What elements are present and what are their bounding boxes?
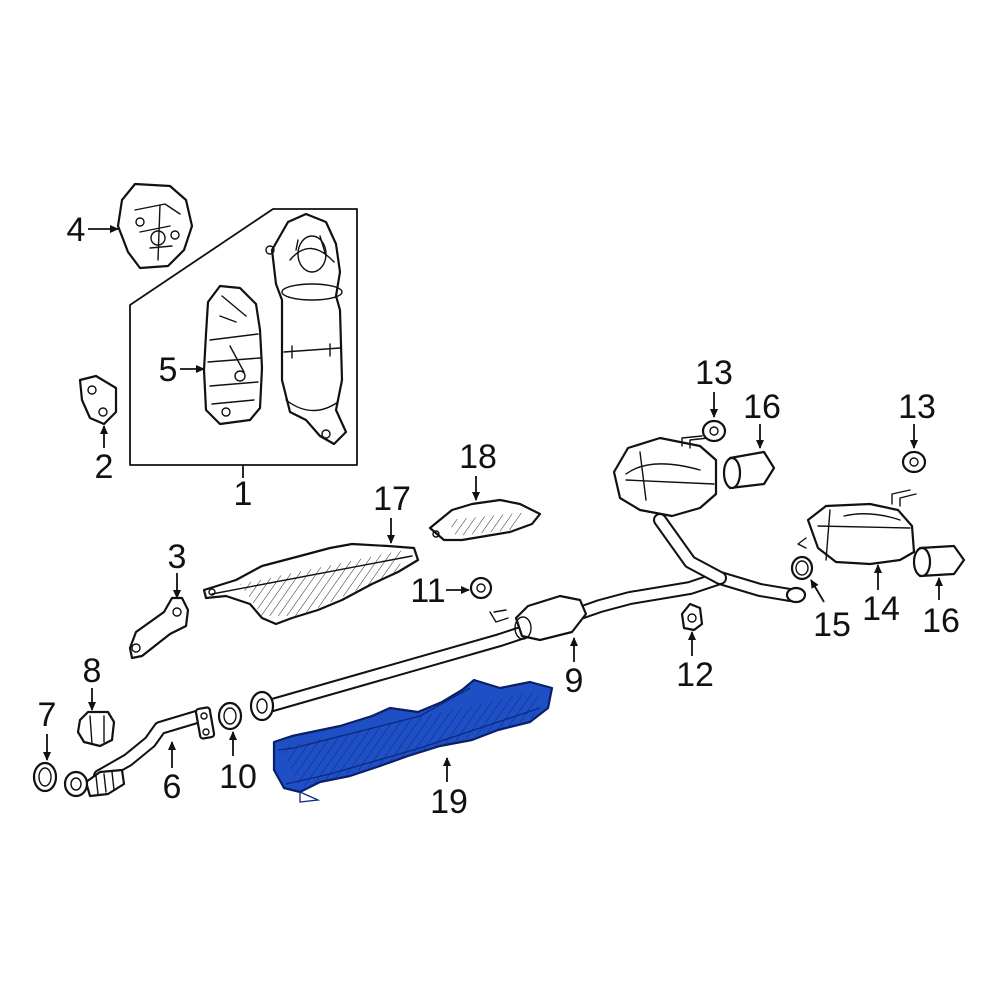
part-12-hanger[interactable] [680,602,704,632]
part-2-bracket[interactable] [78,374,118,426]
callout-9: 9 [565,637,584,700]
callout-8: 8 [83,652,102,711]
part-6-front-pipe[interactable] [84,706,216,798]
part-13-grommet-left[interactable] [701,419,727,443]
part-16-tip-left[interactable] [722,450,776,490]
svg-text:13: 13 [898,388,936,426]
part-4-bracket[interactable] [116,182,194,270]
svg-text:16: 16 [922,602,960,640]
muffler-upper[interactable] [612,435,718,518]
part-14-muffler[interactable] [797,489,917,566]
svg-text:2: 2 [95,448,114,486]
callout-13-right: 13 [898,388,936,449]
part-13-grommet-right[interactable] [901,450,927,474]
part-10-gasket[interactable] [217,701,243,731]
part-5-heat-shield[interactable] [202,284,264,426]
part-19-heat-shield-highlighted[interactable] [272,678,554,803]
callout-6: 6 [163,741,182,806]
svg-text:19: 19 [430,783,468,821]
callout-2: 2 [95,425,114,486]
svg-text:1: 1 [234,475,253,513]
callout-4: 4 [67,211,119,249]
part-8-rubber-mount[interactable] [76,710,116,748]
callout-19: 19 [430,757,468,821]
svg-text:9: 9 [565,662,584,700]
part-18-heat-shield[interactable] [428,498,542,542]
part-16-tip-right[interactable] [912,544,966,578]
callout-17: 17 [373,480,411,544]
part-15-gasket[interactable] [790,555,814,581]
callout-13-left: 13 [695,354,733,418]
svg-text:14: 14 [862,590,900,628]
callout-3: 3 [168,538,187,599]
svg-text:4: 4 [67,211,86,249]
callout-7: 7 [38,696,57,761]
svg-text:8: 8 [83,652,102,690]
callout-14: 14 [862,564,900,628]
callout-12: 12 [676,631,714,694]
part-7-gasket[interactable] [32,761,58,793]
svg-text:13: 13 [695,354,733,392]
callout-16-right: 16 [922,577,960,640]
part-9-center-pipe[interactable] [249,513,807,722]
callout-5: 5 [159,351,205,389]
svg-text:17: 17 [373,480,411,518]
svg-text:15: 15 [813,606,851,644]
callout-16-left: 16 [743,388,781,449]
svg-text:16: 16 [743,388,781,426]
svg-text:7: 7 [38,696,57,734]
svg-text:11: 11 [410,572,445,610]
callout-18: 18 [459,438,497,501]
svg-text:12: 12 [676,656,714,694]
svg-text:10: 10 [219,758,257,796]
part-11-rubber-hanger[interactable] [469,576,493,600]
svg-text:5: 5 [159,351,178,389]
svg-text:6: 6 [163,768,182,806]
front-pipe-flange [63,770,89,798]
callout-11: 11 [410,572,470,610]
svg-text:3: 3 [168,538,187,576]
callout-10: 10 [219,731,257,796]
part-3-hanger-bracket[interactable] [128,596,190,660]
callout-1: 1 [234,475,253,513]
svg-text:18: 18 [459,438,497,476]
converter-assembly-group [129,208,358,478]
catalytic-converter[interactable] [265,212,348,446]
part-17-floor-heat-shield[interactable] [202,542,420,626]
callout-15: 15 [810,579,851,644]
